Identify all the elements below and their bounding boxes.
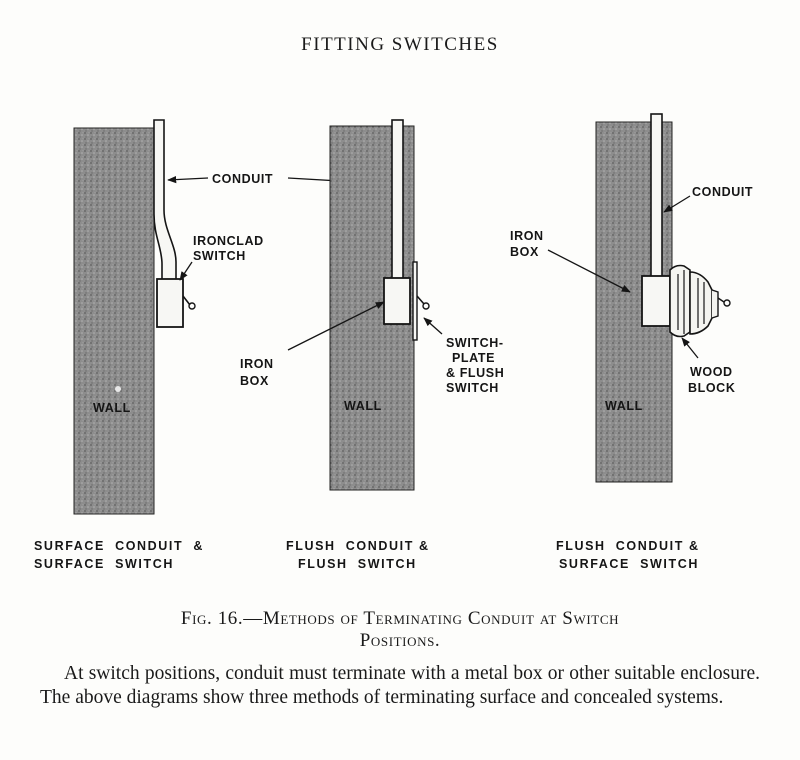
switch-toggle-middle (416, 295, 425, 305)
figure-16: CONDUIT IRONCLAD SWITCH WALL SURFACE CON… (34, 113, 753, 571)
subcaption-right-line2: SURFACE SWITCH (559, 557, 699, 571)
switch-knob-left (188, 302, 196, 310)
subcaption-left-line1: SURFACE CONDUIT & (34, 539, 204, 553)
label-iron-box-right-line1: IRON (510, 229, 544, 243)
arrow-iron-box-middle (287, 301, 385, 351)
conduit-middle (391, 119, 404, 281)
label-wood-block-line2: BLOCK (688, 381, 735, 395)
label-ironclad-line1: IRONCLAD (193, 234, 264, 248)
switch-plate (412, 261, 418, 341)
label-conduit-left: CONDUIT (212, 172, 273, 186)
subcaption-middle-line1: FLUSH CONDUIT & (286, 539, 430, 553)
label-ironclad-line2: SWITCH (193, 249, 246, 263)
figure-caption-line2: Positions. (359, 630, 441, 651)
arrow-wood-block (681, 337, 699, 359)
label-switchplate-line4: SWITCH (446, 381, 499, 395)
arrow-conduit-left (167, 175, 209, 184)
switch-toggle-left (182, 295, 191, 306)
body-paragraph: At switch positions, conduit must termin… (40, 663, 760, 708)
switch-knob-middle (422, 302, 430, 310)
wood-block-switch (669, 264, 731, 338)
label-switchplate-line1: SWITCH- (446, 336, 504, 350)
panel-surface-conduit-surface-switch: CONDUIT IRONCLAD SWITCH WALL SURFACE CON… (34, 119, 393, 571)
subcaption-right-line1: FLUSH CONDUIT & (556, 539, 700, 553)
ironclad-switch-box (156, 278, 184, 328)
arrow-iron-box-right (547, 249, 631, 293)
arrow-switchplate (423, 317, 443, 335)
iron-box-right (641, 275, 671, 327)
label-wood-block-line1: WOOD (690, 365, 733, 379)
label-iron-box-middle-line2: BOX (240, 374, 269, 388)
label-iron-box-right-line2: BOX (510, 245, 539, 259)
label-switchplate-line2: PLATE (452, 351, 495, 365)
figure-caption-line1: Fig. 16.—Methods of Terminating Conduit … (180, 608, 620, 629)
iron-box-middle (383, 277, 411, 325)
wall-mark-left (115, 386, 121, 392)
conduit-left (153, 119, 177, 281)
arrow-ironclad-switch (179, 261, 193, 281)
figure-caption: Fig. 16.—Methods of Terminating Conduit … (60, 608, 740, 652)
wall-left (73, 127, 155, 515)
label-switchplate-line3: & FLUSH (446, 366, 504, 380)
panel-flush-conduit-flush-switch: IRON BOX SWITCH- PLATE & FLUSH SWITCH WA… (240, 119, 504, 571)
page-header: FITTING SWITCHES (301, 34, 499, 55)
label-wall-left: WALL (93, 401, 131, 415)
conduit-right (650, 113, 663, 279)
subcaption-middle-line2: FLUSH SWITCH (298, 557, 417, 571)
label-wall-middle: WALL (344, 399, 382, 413)
subcaption-left-line2: SURFACE SWITCH (34, 557, 174, 571)
panel-flush-conduit-surface-switch: CONDUIT IRON BOX WOOD BLOCK WALL FLUSH C… (510, 113, 753, 571)
label-wall-right: WALL (605, 399, 643, 413)
label-conduit-right: CONDUIT (692, 185, 753, 199)
label-iron-box-middle-line1: IRON (240, 357, 274, 371)
arrow-conduit-right (663, 195, 691, 213)
